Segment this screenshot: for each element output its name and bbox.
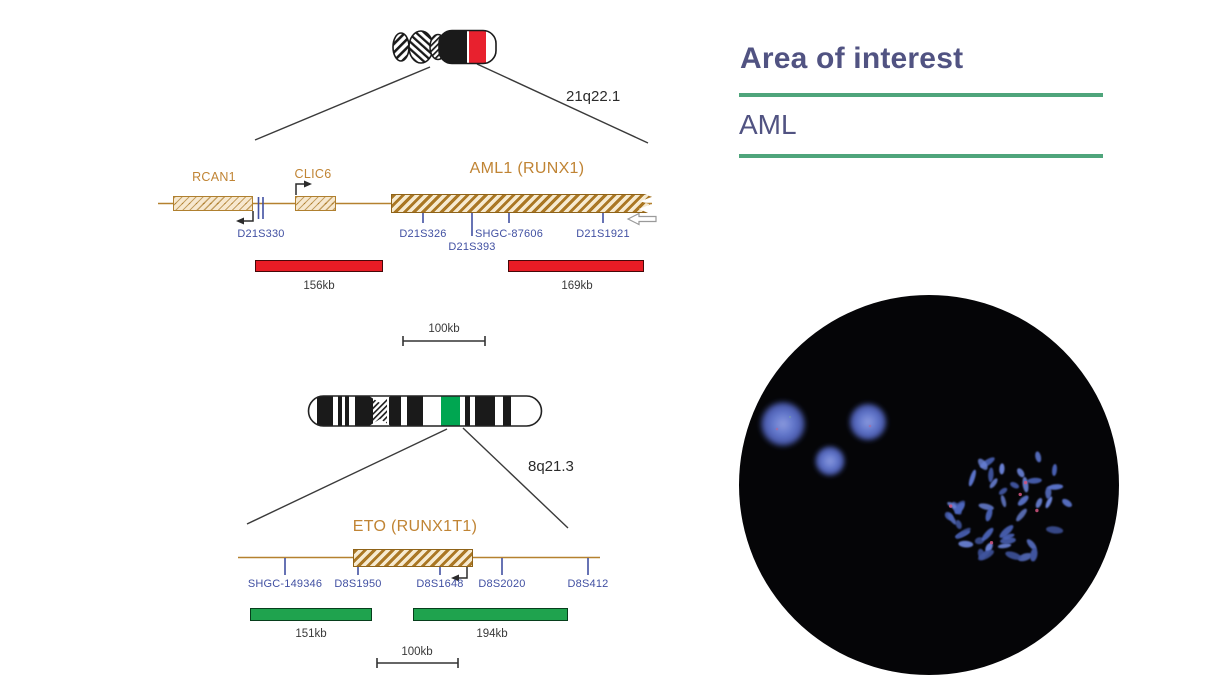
probe-bar-red-156kb (255, 260, 383, 272)
nucleus (759, 400, 807, 448)
probe-size-label: 194kb (476, 628, 508, 640)
probe-size-label: 169kb (561, 280, 593, 292)
fish-signal-red (949, 504, 953, 508)
fish-signal-red (1018, 492, 1022, 497)
band-label-21q22: 21q22.1 (566, 88, 621, 105)
chromosome-8-ideogram (307, 395, 543, 427)
arrowhead-left-icon (451, 574, 459, 582)
gene-label-clic6: CLIC6 (294, 167, 332, 181)
connector-line-8-left (246, 428, 448, 525)
gene-label-rcan1: RCAN1 (192, 170, 236, 184)
chr8-green-band-8q21 (441, 396, 460, 426)
scale-bar-label: 100kb (401, 646, 433, 658)
chr21-black-band (439, 30, 467, 64)
marker-label: D21S326 (399, 228, 447, 240)
gene-label-aml1: AML1 (RUNX1) (469, 160, 585, 177)
gene-label-eto: ETO (RUNX1T1) (352, 518, 478, 535)
band-label-8q21: 8q21.3 (528, 458, 574, 475)
divider (739, 93, 1103, 97)
connector-line-21-left (254, 66, 431, 141)
scale-bar-8 (376, 658, 459, 668)
probe-size-label: 156kb (303, 280, 335, 292)
probe-bar-green-194kb (413, 608, 568, 621)
chromosome-21-ideogram (392, 29, 497, 65)
chr21-red-band-21q22 (469, 30, 486, 64)
micrograph-field (739, 295, 1119, 675)
connector-line-21-right (476, 63, 649, 144)
transcription-arrow-left-icon (458, 567, 468, 579)
marker-label: SHGC-87606 (474, 228, 544, 240)
gene-box-aml1 (391, 194, 652, 213)
nucleus (848, 402, 888, 442)
outline-arrow-left-icon (626, 212, 657, 226)
nucleus (814, 445, 846, 477)
probe-bar-green-151kb (250, 608, 372, 621)
transcription-arrow-right-icon (295, 183, 305, 195)
fish-signal-red (1023, 480, 1028, 485)
marker-label: D8S2020 (478, 578, 526, 590)
metaphase-spread (944, 451, 1072, 562)
scale-bar-label: 100kb (428, 323, 460, 335)
fish-signal-red (1035, 508, 1039, 513)
transcription-arrow-left-icon (243, 211, 254, 222)
interphase-nuclei (759, 400, 888, 477)
gene-box-eto (353, 549, 473, 567)
connector-line-8-right (462, 427, 569, 529)
marker-label: SHGC-149346 (247, 578, 323, 590)
marker-ticks-21 (257, 197, 604, 236)
fish-signal-red (989, 541, 994, 545)
scale-bar-21 (402, 336, 486, 346)
marker-label: D21S1921 (576, 228, 630, 240)
area-of-interest-value: AML (739, 109, 797, 140)
chr21-satellite (392, 32, 410, 62)
marker-label: D8S1950 (334, 578, 382, 590)
probe-bar-red-169kb (508, 260, 644, 272)
arrowhead-right-icon (304, 180, 312, 188)
gene-box-clic6 (295, 196, 336, 211)
marker-label: D8S1648 (416, 578, 464, 590)
marker-label: D21S330 (237, 228, 285, 240)
arrowhead-left-icon (236, 217, 244, 225)
marker-label: D8S412 (567, 578, 609, 590)
chr8-centromere (373, 396, 387, 426)
gene-box-rcan1 (173, 196, 253, 211)
divider (739, 154, 1103, 158)
marker-label: D21S393 (448, 241, 496, 253)
fish-micrograph (739, 295, 1119, 675)
probe-size-label: 151kb (295, 628, 327, 640)
page-title: Area of interest (740, 42, 964, 75)
